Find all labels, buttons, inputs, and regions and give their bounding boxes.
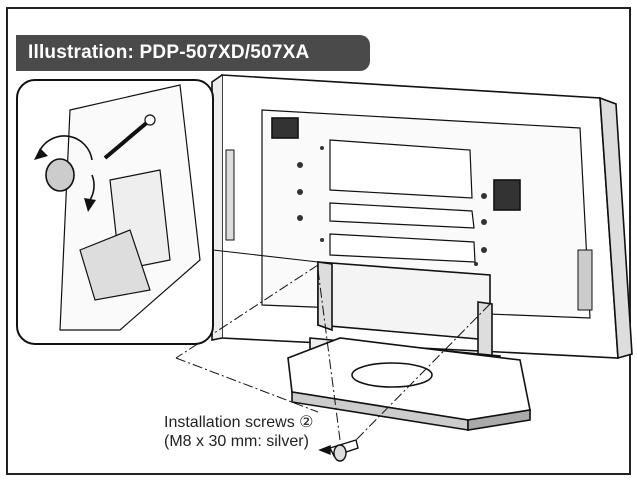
- figure-title: Illustration: PDP-507XD/507XA: [16, 35, 370, 71]
- stand: [287, 261, 531, 431]
- caption-line-screws: Installation screws ②: [164, 414, 314, 431]
- guide-lines: [175, 264, 491, 441]
- detail-callout: [16, 79, 319, 345]
- screw-icon: [318, 439, 359, 462]
- figure-caption: Installation screws ② (M8 x 30 mm: silve…: [164, 413, 314, 451]
- caption-line-spec: (M8 x 30 mm: silver): [164, 433, 309, 450]
